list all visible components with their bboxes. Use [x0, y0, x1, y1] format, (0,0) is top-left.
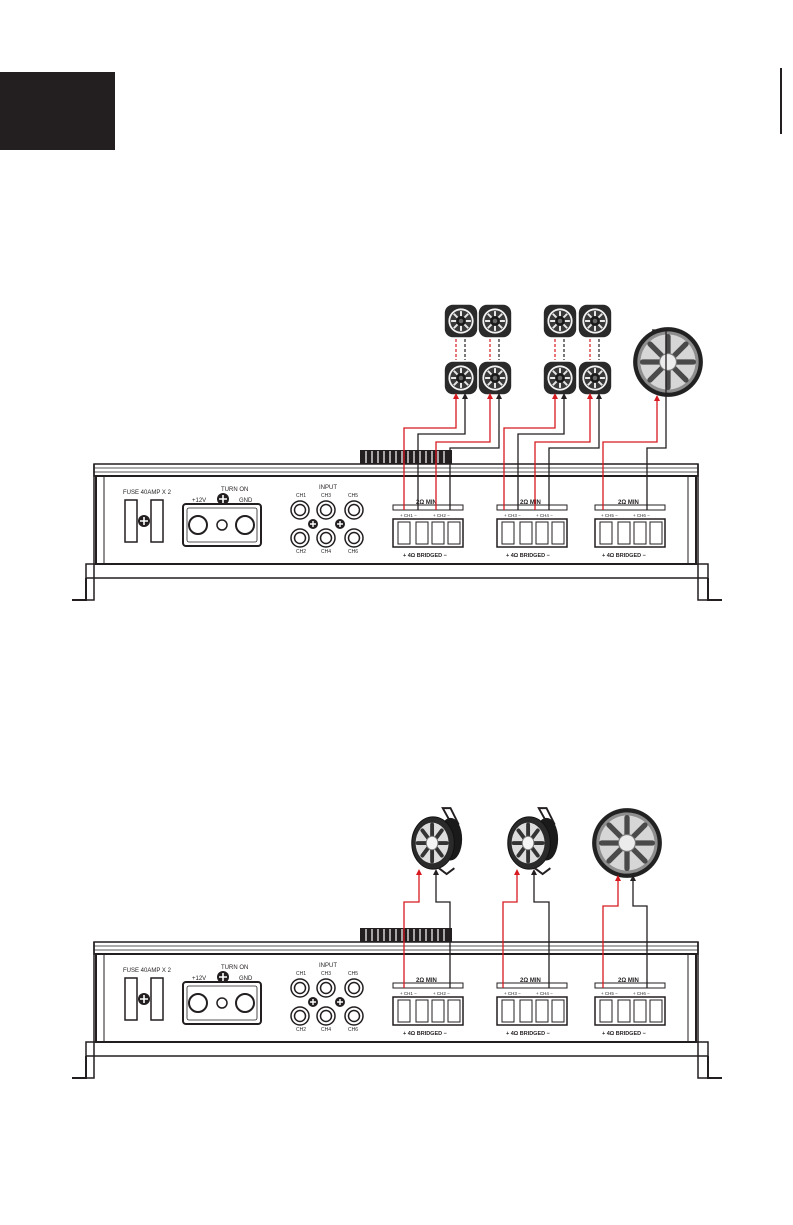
wires-positive — [403, 396, 658, 510]
wire-arrowheads — [453, 393, 660, 401]
input-ch3-label: CH3 — [321, 493, 331, 499]
input-ch5-label: CH5 — [348, 493, 358, 499]
terminal-1-ch2: + CH2 − — [433, 513, 450, 518]
diagram-1: FUSE 40AMP X 2 TURN ON +12V GND — [72, 303, 722, 601]
fuse-holder — [124, 977, 164, 1021]
fuse-label: FUSE 40AMP X 2 — [123, 968, 172, 974]
terminal-3-bridged: + 4Ω BRIDGED − — [602, 1031, 646, 1037]
terminal-2-ch3: + CH3 − — [504, 991, 521, 996]
terminal-3-min-label: 2Ω MIN — [618, 500, 639, 506]
terminal-1-bridged: + 4Ω BRIDGED − — [403, 553, 447, 559]
terminal-1-ch1: + CH1 − — [400, 991, 417, 996]
gnd-label: GND — [239, 498, 253, 504]
terminal-1-ch1: + CH1 − — [400, 513, 417, 518]
terminal-2-bridged: + 4Ω BRIDGED − — [506, 553, 550, 559]
turn-on-label: TURN ON — [221, 965, 248, 971]
input-screw-icons — [308, 519, 345, 529]
tweeter-icon — [443, 303, 479, 339]
terminal-3-ch6: + CH6 − — [633, 513, 650, 518]
input-ch1-label: CH1 — [296, 971, 306, 977]
speaker-terminal-1: 2Ω MIN + CH1 − + CH2 − + 4Ω BRIDGED − — [392, 978, 464, 1037]
power-terminal-block — [182, 981, 262, 1025]
terminal-3-ch5: + CH5 − — [601, 513, 618, 518]
tweeter-icon — [577, 360, 613, 396]
terminal-2-min-label: 2Ω MIN — [520, 500, 541, 506]
tweeter-icon — [542, 303, 578, 339]
input-ch3-label: CH3 — [321, 971, 331, 977]
terminal-3-bridged: + 4Ω BRIDGED − — [602, 553, 646, 559]
amp-heatsink-ribs — [360, 928, 452, 942]
input-ch6-label: CH6 — [348, 1027, 358, 1033]
speaker-terminal-3: 2Ω MIN + CH5 − + CH6 − + 4Ω BRIDGED − — [594, 500, 666, 559]
tower-speaker-icon — [409, 806, 465, 876]
terminal-2-ch4: + CH4 − — [536, 513, 553, 518]
terminal-3-ch5: + CH5 − — [601, 991, 618, 996]
page-edge-mark — [780, 68, 782, 134]
terminal-2-min-label: 2Ω MIN — [520, 978, 541, 984]
tweeter-icon — [577, 303, 613, 339]
input-ch6-label: CH6 — [348, 549, 358, 555]
amp-heatsink-ribs — [360, 450, 452, 464]
speaker-terminal-2: 2Ω MIN + CH3 − + CH4 − + 4Ω BRIDGED − — [496, 978, 568, 1037]
fuse-holder — [124, 499, 164, 543]
input-ch4-label: CH4 — [321, 1027, 331, 1033]
tweeter-icon — [477, 360, 513, 396]
terminal-2-ch3: + CH3 − — [504, 513, 521, 518]
fuse-screw-icon — [138, 515, 150, 527]
tower-speaker-icon — [505, 806, 561, 876]
wire-arrowheads — [416, 869, 636, 881]
wires-negative — [435, 872, 648, 988]
fuse-screw-icon — [138, 993, 150, 1005]
series-jumpers — [455, 339, 600, 360]
terminal-1-min-label: 2Ω MIN — [416, 500, 437, 506]
speaker-terminal-3: 2Ω MIN + CH5 − + CH6 − + 4Ω BRIDGED − — [594, 978, 666, 1037]
wires-negative — [417, 329, 667, 510]
terminal-1-ch2: + CH2 − — [433, 991, 450, 996]
terminal-1-min-label: 2Ω MIN — [416, 978, 437, 984]
gnd-label: GND — [239, 976, 253, 982]
plus12-label: +12V — [192, 976, 206, 982]
tweeter-icon — [443, 360, 479, 396]
terminal-3-ch6: + CH6 − — [633, 991, 650, 996]
subwoofer-icon — [633, 327, 703, 397]
power-terminal-block — [182, 503, 262, 547]
fuse-label: FUSE 40AMP X 2 — [123, 490, 172, 496]
speaker-terminal-2: 2Ω MIN + CH3 − + CH4 − + 4Ω BRIDGED − — [496, 500, 568, 559]
input-label: INPUT — [319, 485, 337, 491]
amplifier-body — [72, 941, 722, 1079]
section-tab-block — [0, 72, 115, 150]
tweeter-icon — [477, 303, 513, 339]
terminal-1-bridged: + 4Ω BRIDGED − — [403, 1031, 447, 1037]
turn-on-label: TURN ON — [221, 487, 248, 493]
speaker-terminal-1: 2Ω MIN + CH1 − + CH2 − + 4Ω BRIDGED − — [392, 500, 464, 559]
amplifier-body — [72, 463, 722, 601]
rca-inputs — [290, 978, 364, 1026]
terminal-3-min-label: 2Ω MIN — [618, 978, 639, 984]
diagram-2: FUSE 40AMP X 2 TURN ON +12V GND — [72, 806, 722, 1079]
tweeter-icon — [542, 360, 578, 396]
plus12-label: +12V — [192, 498, 206, 504]
input-ch2-label: CH2 — [296, 1027, 306, 1033]
input-screw-icons — [308, 997, 345, 1007]
power-screw-icon — [217, 971, 229, 983]
wires-positive — [403, 872, 619, 988]
input-label: INPUT — [319, 963, 337, 969]
input-ch2-label: CH2 — [296, 549, 306, 555]
input-ch5-label: CH5 — [348, 971, 358, 977]
terminal-2-ch4: + CH4 − — [536, 991, 553, 996]
power-screw-icon — [217, 493, 229, 505]
terminal-2-bridged: + 4Ω BRIDGED − — [506, 1031, 550, 1037]
input-ch4-label: CH4 — [321, 549, 331, 555]
subwoofer-icon — [592, 808, 662, 878]
rca-inputs — [290, 500, 364, 548]
input-ch1-label: CH1 — [296, 493, 306, 499]
